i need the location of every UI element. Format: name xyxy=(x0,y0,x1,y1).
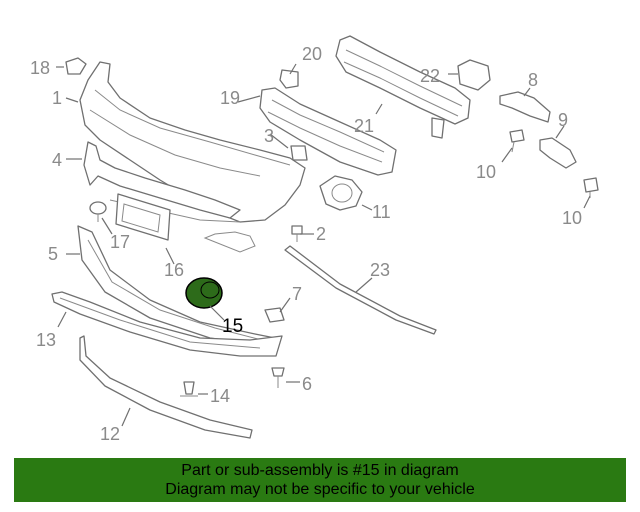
callout-1: 1 xyxy=(52,88,62,108)
callout-23: 23 xyxy=(370,260,390,280)
part-10-bolt-a xyxy=(509,129,525,153)
callout-5: 5 xyxy=(48,244,58,264)
callout-2: 2 xyxy=(316,224,326,244)
callout-10b: 10 xyxy=(562,208,582,228)
callout-15: 15 xyxy=(222,316,243,337)
part-19-inner-absorber xyxy=(259,87,397,176)
part-10-bolt-b xyxy=(583,177,599,198)
part-8-bracket xyxy=(499,91,551,123)
callout-18: 18 xyxy=(30,58,50,78)
banner-line-1: Part or sub-assembly is #15 in diagram xyxy=(181,462,459,479)
callout-3: 3 xyxy=(264,126,274,146)
callout-10a: 10 xyxy=(476,162,496,182)
leader-lines xyxy=(56,63,591,427)
callout-14: 14 xyxy=(210,386,230,406)
part-13-lower-trim xyxy=(51,291,283,357)
callout-21: 21 xyxy=(354,116,374,136)
part-21-reinforcement xyxy=(335,35,471,139)
part-7-nut xyxy=(264,307,285,323)
banner-line-2: Diagram may not be specific to your vehi… xyxy=(165,481,475,498)
part-6-pushpin xyxy=(271,367,285,388)
part-20-clip xyxy=(279,69,299,89)
part-3-clip xyxy=(290,145,308,161)
callout-19: 19 xyxy=(220,88,240,108)
part-23-strip xyxy=(284,245,437,335)
callout-16: 16 xyxy=(164,260,184,280)
part-22-bracket xyxy=(457,59,491,91)
callout-11: 11 xyxy=(372,202,391,222)
part-5-lower-grille xyxy=(77,225,276,347)
callout-6: 6 xyxy=(302,374,312,394)
part-18-clip xyxy=(65,57,87,75)
part-12-lower-strip xyxy=(79,335,253,439)
part-11-fog-lamp xyxy=(319,175,363,211)
callout-13: 13 xyxy=(36,330,56,350)
part-9-bracket xyxy=(539,137,577,169)
parts-diagram: 18 1 4 5 13 12 14 6 7 15 2 11 19 3 20 21… xyxy=(30,35,599,444)
part-1-bumper-cover xyxy=(79,61,306,253)
callout-7: 7 xyxy=(292,284,302,304)
callout-8: 8 xyxy=(528,70,538,90)
part-14-pushpin xyxy=(180,381,198,397)
part-15-fog-cover xyxy=(185,277,223,309)
callout-12: 12 xyxy=(100,424,120,444)
callout-22: 22 xyxy=(420,66,440,86)
callout-17: 17 xyxy=(110,232,130,252)
callout-9: 9 xyxy=(558,110,568,130)
callout-4: 4 xyxy=(52,150,62,170)
callout-20: 20 xyxy=(302,44,322,64)
info-banner: Part or sub-assembly is #15 in diagram D… xyxy=(14,458,626,502)
part-4-absorber xyxy=(83,141,241,219)
part-16-license-bracket xyxy=(115,193,171,241)
part-17-pushpin xyxy=(89,201,107,222)
